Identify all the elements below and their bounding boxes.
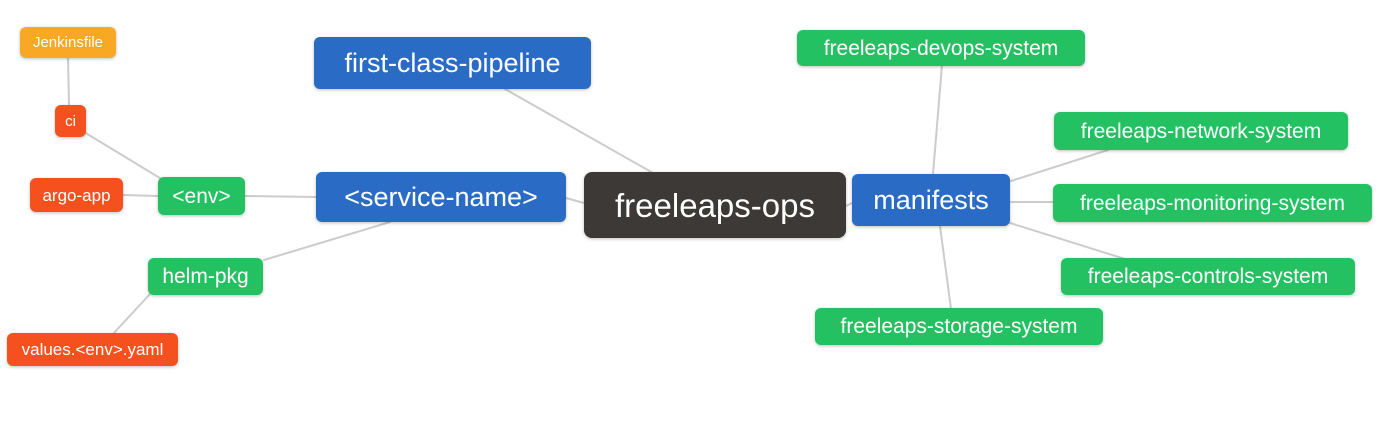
node-freeleaps-network-system[interactable]: freeleaps-network-system	[1054, 112, 1348, 150]
node-helm-pkg[interactable]: helm-pkg	[148, 258, 263, 295]
edge-ci-env	[83, 131, 169, 184]
edge-manifests-controls-system	[1009, 222, 1126, 260]
node-service-name[interactable]: <service-name>	[316, 172, 566, 222]
node-manifests[interactable]: manifests	[852, 174, 1010, 226]
node-jenkinsfile[interactable]: Jenkinsfile	[20, 27, 116, 58]
node-first-class-pipeline[interactable]: first-class-pipeline	[314, 37, 591, 89]
edge-manifests-storage-system	[939, 225, 952, 310]
edge-values-env-yaml-helm-pkg	[112, 293, 151, 335]
edge-first-class-pipeline-freeleaps-ops	[504, 88, 654, 174]
node-freeleaps-ops[interactable]: freeleaps-ops	[584, 172, 846, 238]
node-values-env-yaml[interactable]: values.<env>.yaml	[7, 333, 178, 366]
node-argo-app[interactable]: argo-app	[30, 178, 123, 212]
node-freeleaps-controls-system[interactable]: freeleaps-controls-system	[1061, 258, 1355, 295]
edge-jenkinsfile-ci	[67, 56, 70, 106]
node-ci[interactable]: ci	[55, 105, 86, 137]
edge-manifests-devops-system	[932, 64, 943, 175]
node-freeleaps-storage-system[interactable]: freeleaps-storage-system	[815, 308, 1103, 345]
edge-manifests-network-system	[1010, 149, 1109, 182]
node-freeleaps-monitoring-system[interactable]: freeleaps-monitoring-system	[1053, 184, 1372, 222]
node-env[interactable]: <env>	[158, 177, 245, 215]
edge-env-service-name	[243, 195, 317, 198]
edge-argo-app-env	[122, 194, 159, 197]
edge-helm-pkg-service-name	[263, 221, 391, 261]
edge-service-name-freeleaps-ops	[565, 197, 585, 204]
node-freeleaps-devops-system[interactable]: freeleaps-devops-system	[797, 30, 1085, 66]
